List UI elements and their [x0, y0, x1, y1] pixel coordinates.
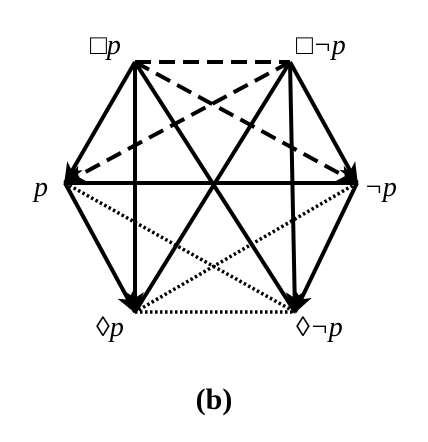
- edge-box-not-p-to-not-p: [288, 61, 359, 185]
- edge-p-to-dia-not-p: [64, 181, 296, 314]
- node-dia-p: ◊p: [96, 312, 124, 343]
- node-not-p: ¬p: [364, 172, 397, 203]
- edge-p-to-dia-p: [63, 182, 137, 314]
- edge-box-p-to-p: [63, 60, 137, 185]
- node-box-not-p: □¬p: [296, 30, 346, 61]
- node-box-p: □p: [90, 30, 121, 61]
- edge-box-p-to-not-p: [134, 60, 359, 185]
- node-dia-not-p: ◊¬p: [296, 312, 343, 343]
- edge-box-p-to-dia-not-p: [133, 60, 297, 314]
- figure-caption: (b): [195, 383, 233, 416]
- edge-box-not-p-to-p: [63, 60, 291, 185]
- edge-box-not-p-to-dia-p: [133, 60, 292, 314]
- edge-not-p-to-dia-p: [134, 181, 358, 314]
- edges-group: [63, 60, 359, 314]
- edge-not-p-to-dia-not-p: [293, 182, 359, 314]
- node-p: p: [32, 172, 48, 203]
- edge-box-not-p-to-dia-not-p: [285, 61, 304, 314]
